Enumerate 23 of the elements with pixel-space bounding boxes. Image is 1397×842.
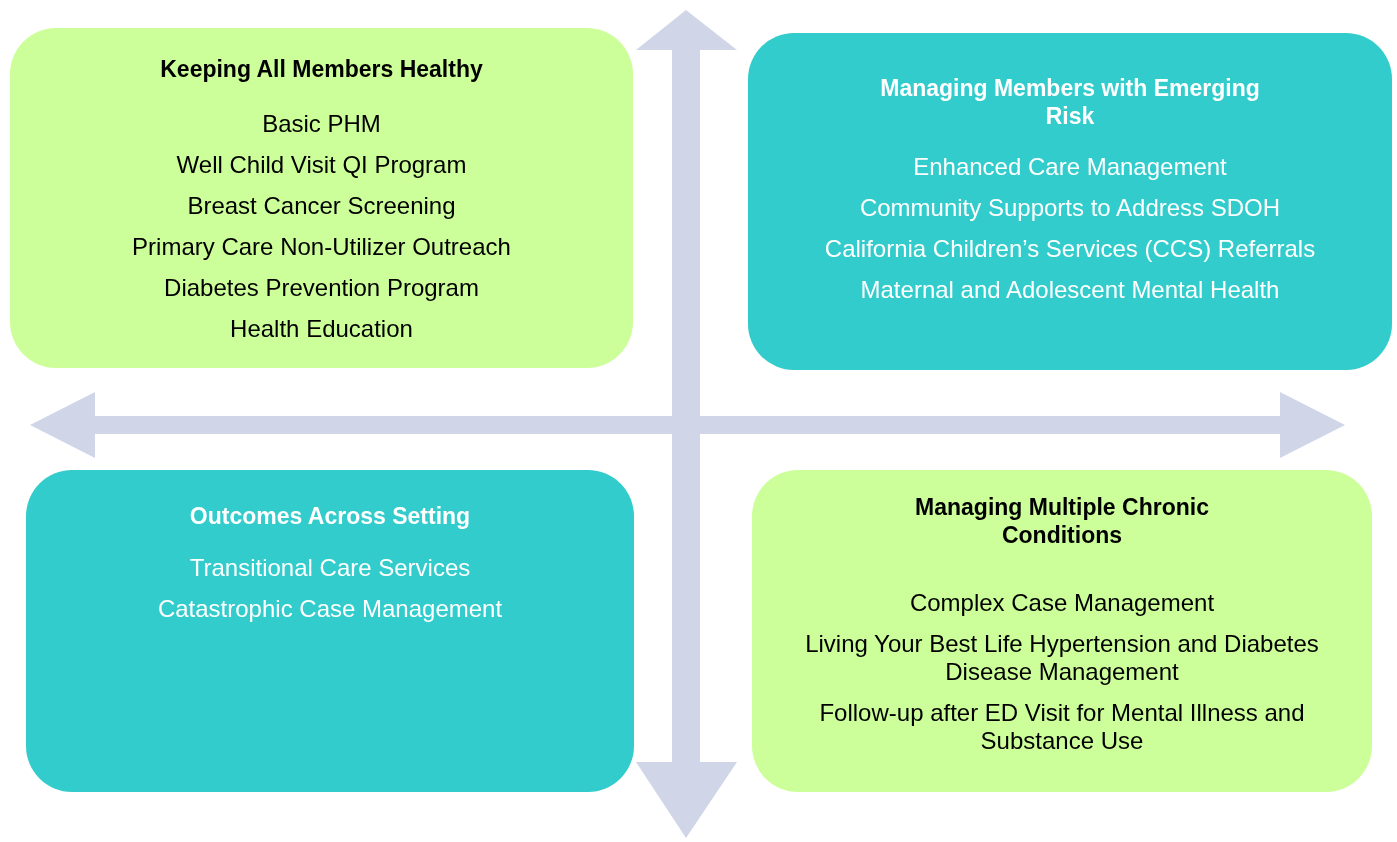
program-item: Catastrophic Case Management <box>157 595 503 623</box>
program-item: Transitional Care Services <box>189 554 471 582</box>
quadrant-heading: Managing Multiple Chronic Conditions <box>914 493 1210 549</box>
program-item: Health Education <box>230 315 413 343</box>
program-item: Follow-up after ED Visit for Mental Illness and Substance Use <box>818 699 1306 755</box>
program-item: Diabetes Prevention Program <box>164 274 479 302</box>
program-item: Enhanced Care Management <box>913 153 1227 181</box>
program-item: California Children’s Services (CCS) Referrals <box>824 235 1316 263</box>
quadrant-heading: Managing Members with Emerging Risk <box>879 74 1261 130</box>
program-item: Maternal and Adolescent Mental Health <box>860 276 1280 304</box>
program-item: Community Supports to Address SDOH <box>859 194 1281 222</box>
program-item: Well Child Visit QI Program <box>176 151 467 179</box>
program-item: Living Your Best Life Hypertension and Diabetes Disease Management <box>804 630 1320 686</box>
quadrant-box <box>752 470 1372 792</box>
quadrant-box <box>26 470 634 792</box>
program-item: Basic PHM <box>262 110 381 138</box>
quadrant-heading: Outcomes Across Setting <box>189 502 471 530</box>
program-item: Breast Cancer Screening <box>187 192 456 220</box>
program-item: Complex Case Management <box>909 589 1215 617</box>
quadrant-heading: Keeping All Members Healthy <box>160 55 483 83</box>
program-item: Primary Care Non-Utilizer Outreach <box>132 233 511 261</box>
quadrant-box <box>10 28 633 368</box>
quadrant-box <box>748 33 1392 370</box>
